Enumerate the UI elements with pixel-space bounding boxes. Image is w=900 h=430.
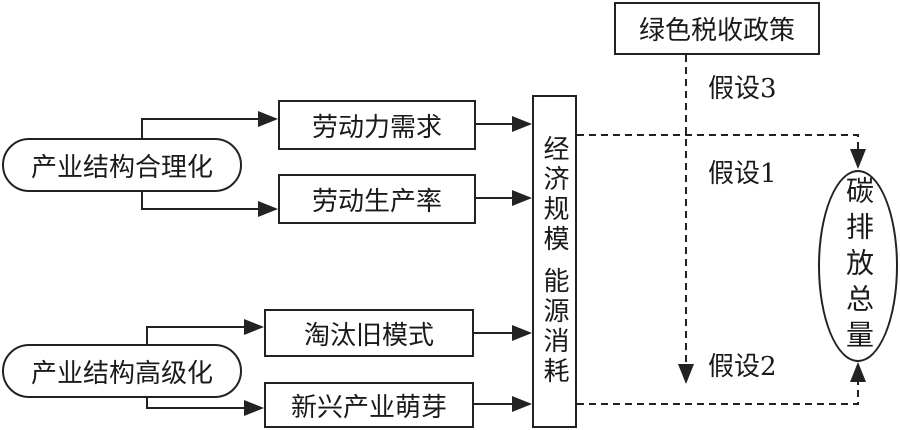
edges-rationalization [141, 111, 278, 217]
edges-to-economy [474, 116, 532, 412]
node-labor-demand: 劳动力需求 [278, 100, 476, 150]
node-emerging: 新兴产业萌芽 [264, 382, 474, 428]
node-green-tax: 绿色税收政策 [614, 2, 820, 55]
node-advancement: 产业结构高级化 [2, 344, 242, 398]
node-economy-energy: 经济规模 能源消耗 [532, 95, 577, 428]
label-hypothesis-3: 假设3 [708, 74, 777, 104]
node-phase-out: 淘汰旧模式 [264, 309, 474, 357]
node-rationalization: 产业结构合理化 [2, 138, 242, 192]
edges-hypotheses [577, 55, 866, 405]
node-labor-productivity: 劳动生产率 [278, 174, 476, 224]
label-hypothesis-2: 假设2 [708, 352, 777, 382]
node-carbon-emissions-label: 碳排放总量 [842, 176, 875, 356]
label-hypothesis-1: 假设1 [708, 159, 777, 189]
node-carbon-emissions: 碳排放总量 [818, 170, 898, 362]
